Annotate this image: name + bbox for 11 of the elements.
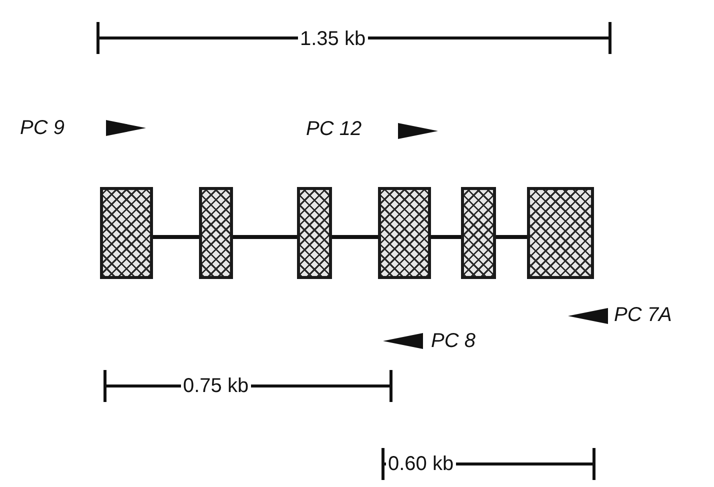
exon-box bbox=[461, 187, 496, 279]
exon-box bbox=[527, 187, 594, 279]
intron-line bbox=[496, 235, 527, 239]
exon-box bbox=[297, 187, 332, 279]
intron-line bbox=[153, 235, 199, 239]
intron-line bbox=[332, 235, 378, 239]
exon-box bbox=[378, 187, 431, 279]
intron-line bbox=[431, 235, 461, 239]
exon-box bbox=[100, 187, 153, 279]
intron-line bbox=[233, 235, 297, 239]
exon-box bbox=[199, 187, 233, 279]
